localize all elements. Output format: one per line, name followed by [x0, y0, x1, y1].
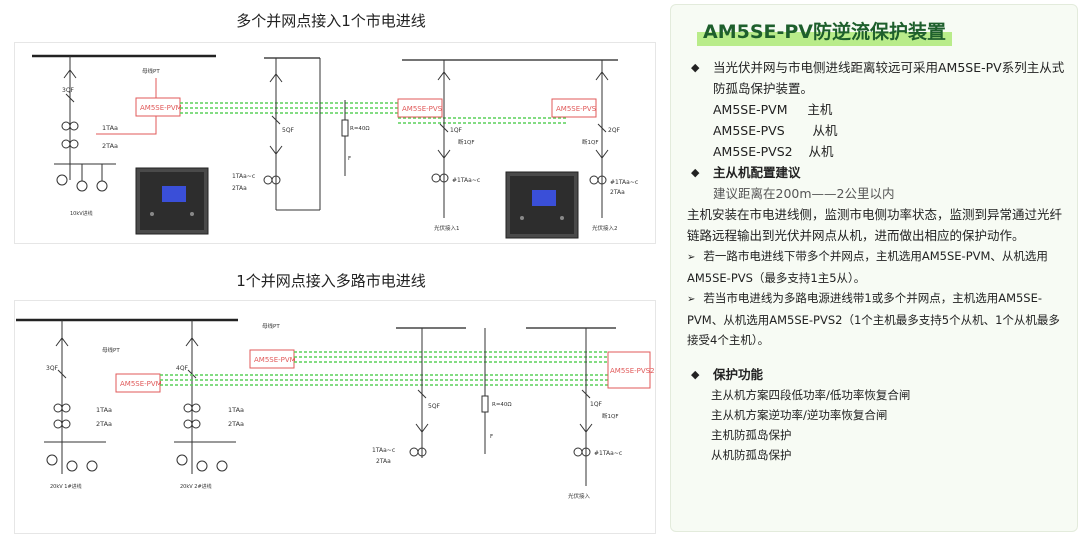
protect-heading: ◆ 保护功能 — [687, 364, 1069, 385]
arrow-bullet-icon: ➢ — [687, 252, 696, 263]
label-resistor: R=40Ω — [350, 126, 370, 132]
model-name: AM5SE-PVS — [713, 123, 785, 138]
model-row-pvs: AM5SE-PVS 从机 — [687, 120, 1069, 141]
model-row-pvm: AM5SE-PVM 主机 — [687, 99, 1069, 120]
device-pvm-b — [249, 349, 295, 369]
section1-title: 多个并网点接入1个市电进线 — [236, 12, 426, 30]
label-f-s2: F — [490, 434, 493, 440]
section1-frame — [14, 42, 656, 244]
label-1ta-s2b: 1TAa — [228, 406, 244, 414]
device-pvm — [135, 97, 181, 117]
protect-item: 从机防孤岛保护 — [711, 448, 792, 462]
label-1qf-s2: 1QF — [590, 401, 603, 408]
section2-wiring-diagram: 3QF 1TAa 2TAa 20kV 1#进线 母线PT AM5SE-PVM 4… — [16, 318, 655, 500]
arrow-item-2: ➢若当市电进线为多路电源进线带1或多个并网点，主机选用AM5SE-PVM、从机选… — [687, 291, 1060, 347]
model-row-pvs2: AM5SE-PVS2 从机 — [687, 141, 1069, 162]
info-title: AM5SE-PV防逆流保护装置 — [697, 15, 953, 46]
label-4qf: 4QF — [176, 365, 189, 372]
diagram-panel: 多个并网点接入1个市电进线 3QF 1TAa 2TAa 10kV进线 — [6, 0, 656, 536]
label-f: F — [348, 156, 351, 162]
intro-text: 当光伏并网与市电侧进线距离较远可采用AM5SE-PV系列主从式防孤岛保护装置。 — [713, 60, 1065, 96]
protect-item: 主机防孤岛保护 — [711, 428, 792, 442]
label-2ta: 2TAa — [102, 142, 118, 150]
section-single-line-multi-pv: 多个并网点接入1个市电进线 3QF 1TAa 2TAa 10kV进线 — [6, 0, 656, 250]
label-ta1d: #1TAa~c — [610, 179, 638, 186]
diamond-bullet-icon: ◆ — [691, 61, 700, 74]
device-pvm-label: AM5SE-PVM — [140, 104, 182, 112]
label-2qf: 2QF — [608, 127, 621, 134]
model-role: 从机 — [812, 123, 838, 138]
distance-text: 建议距离在200m——2公里以内 — [713, 186, 895, 201]
arrow-bullet-icon: ➢ — [687, 294, 696, 305]
diamond-bullet-icon: ◆ — [691, 166, 700, 179]
section1-wiring-diagram: 3QF 1TAa 2TAa 10kV进线 母线PT AM5SE-PVM — [32, 54, 638, 239]
device-pvs-2 — [551, 98, 597, 118]
label-brk-b: 断1QF — [582, 138, 599, 146]
label-busbar-pt: 母线PT — [142, 67, 160, 75]
model-role: 主机 — [807, 102, 833, 117]
device-pvm-b-label: AM5SE-PVM — [254, 356, 296, 364]
label-1ta-b: 1TAa~c — [232, 173, 255, 180]
device-pvs2-label: AM5SE-PVS2 — [610, 367, 655, 375]
label-busbar-pt-a: 母线PT — [102, 346, 120, 354]
label-1ta-s2a: 1TAa — [96, 406, 112, 414]
model-name: AM5SE-PVS2 — [713, 144, 793, 159]
label-busbar-pt-b: 母线PT — [262, 322, 280, 330]
label-1ta-s2c: 1TAa~c — [372, 447, 395, 454]
label-2ta-d: 2TAa — [610, 189, 625, 196]
section2-frame — [14, 300, 656, 534]
diamond-bullet-icon: ◆ — [691, 368, 700, 381]
label-2ta-b: 2TAa — [232, 185, 247, 192]
device-pvs2 — [607, 351, 651, 389]
device-pvm-a-label: AM5SE-PVM — [120, 380, 162, 388]
label-pv1: 光伏接入1 — [434, 224, 460, 232]
device-pvs-2-label: AM5SE-PVS — [556, 105, 597, 113]
label-1qf: 1QF — [450, 127, 463, 134]
config-heading: ◆ 主从机配置建议 — [687, 162, 1069, 183]
device-pvs-1 — [397, 98, 443, 118]
device-pvm-a — [115, 373, 161, 393]
info-panel: AM5SE-PV防逆流保护装置 ◆ 当光伏并网与市电侧进线距离较远可采用AM5S… — [670, 4, 1078, 532]
label-pv-s2: 光伏接入 — [568, 492, 591, 500]
label-ta1c: #1TAa~c — [452, 177, 480, 184]
arrow-item-1: ➢若一路市电进线下带多个并网点，主机选用AM5SE-PVM、从机选用AM5SE-… — [687, 249, 1048, 285]
protect-item: 主从机方案四段低功率/低功率恢复合闸 — [711, 388, 911, 402]
label-5qf-s2: 5QF — [428, 403, 441, 410]
section2-title: 1个并网点接入多路市电进线 — [236, 272, 426, 290]
model-name: AM5SE-PVM — [713, 102, 788, 117]
label-ta1d-s2: #1TAa~c — [594, 450, 622, 457]
label-brk-a: 断1QF — [458, 138, 475, 146]
label-resistor-s2: R=40Ω — [492, 402, 512, 408]
label-3qf-s2: 3QF — [46, 365, 59, 372]
label-1ta: 1TAa — [102, 124, 118, 132]
label-5qf: 5QF — [282, 127, 295, 134]
section-single-pv-multi-line: 1个并网点接入多路市电进线 3QF 1TAa 2TAa 20kV 1#进线 母 — [6, 262, 656, 536]
label-2ta-s2a: 2TAa — [96, 420, 112, 428]
config-text: 主机安装在市电进线侧，监测市电侧功率状态，监测到异常通过光纤链路远程输出到光伏并… — [687, 207, 1063, 243]
label-2ta-s2b: 2TAa — [228, 420, 244, 428]
device-photo-2 — [505, 171, 579, 239]
device-pvs-1-label: AM5SE-PVS — [402, 105, 443, 113]
model-role: 从机 — [808, 144, 834, 159]
label-line2: 20kV 2#进线 — [180, 483, 212, 490]
intro-bullet: ◆ 当光伏并网与市电侧进线距离较远可采用AM5SE-PV系列主从式防孤岛保护装置… — [687, 57, 1069, 99]
label-2ta-s2c: 2TAa — [376, 458, 391, 465]
label-line-in: 10kV进线 — [70, 210, 93, 217]
label-line1: 20kV 1#进线 — [50, 483, 82, 490]
label-brk-s2: 断1QF — [602, 412, 619, 420]
device-photo-1 — [135, 167, 209, 235]
protect-item: 主从机方案逆功率/逆功率恢复合闸 — [711, 408, 888, 422]
label-3qf: 3QF — [62, 87, 75, 94]
info-body: ◆ 当光伏并网与市电侧进线距离较远可采用AM5SE-PV系列主从式防孤岛保护装置… — [687, 57, 1069, 465]
label-pv2: 光伏接入2 — [592, 224, 618, 232]
